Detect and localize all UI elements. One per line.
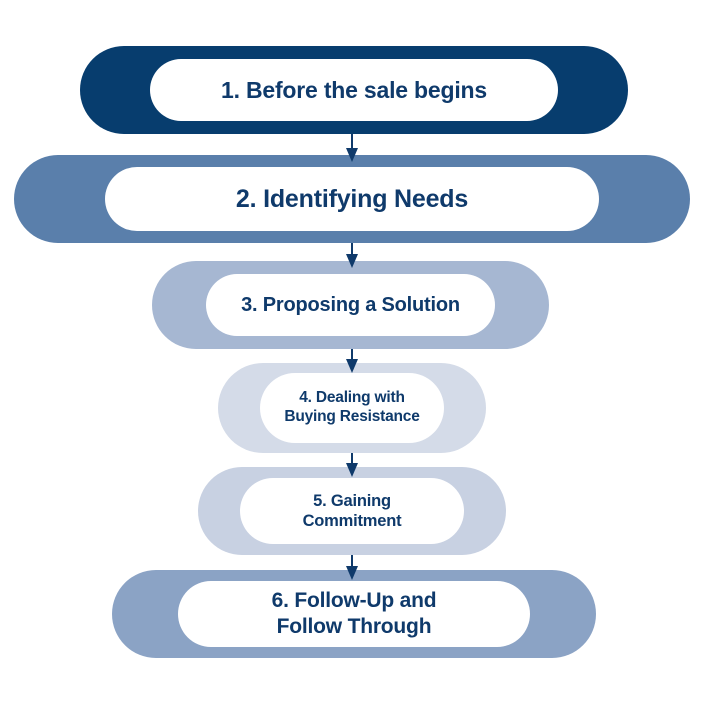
- step-3-pill: 3. Proposing a Solution: [152, 261, 549, 349]
- step-6-line-2: Follow Through: [276, 615, 432, 638]
- step-1-label: 1. Before the sale begins: [221, 76, 487, 104]
- step-4-pill: 4. Dealing with Buying Resistance: [218, 363, 486, 453]
- step-1-line-1: 1. Before the sale begins: [221, 76, 487, 103]
- step-4-line-2: Buying Resistance: [284, 408, 420, 425]
- step-6-line-1: 6. Follow-Up and: [271, 589, 437, 613]
- step-3-box: 3. Proposing a Solution: [206, 274, 495, 336]
- step-1-box: 1. Before the sale begins: [150, 59, 558, 121]
- step-4-box: 4. Dealing with Buying Resistance: [260, 373, 444, 443]
- step-2-line-1: 2. Identifying Needs: [235, 184, 469, 213]
- step-3-label: 3. Proposing a Solution: [241, 293, 460, 317]
- step-5-pill: 5. Gaining Commitment: [198, 467, 506, 555]
- step-2-label: 2. Identifying Needs: [236, 184, 468, 215]
- step-2-box: 2. Identifying Needs: [105, 167, 599, 231]
- step-2-pill: 2. Identifying Needs: [14, 155, 690, 243]
- step-5-line-2: Commitment: [302, 512, 402, 530]
- step-5-box: 5. Gaining Commitment: [240, 478, 464, 544]
- step-1-pill: 1. Before the sale begins: [80, 46, 628, 134]
- step-6-pill: 6. Follow-Up and Follow Through: [112, 570, 596, 658]
- step-6-label: 6. Follow-Up and Follow Through: [272, 588, 437, 639]
- step-4-label: 4. Dealing with Buying Resistance: [284, 389, 419, 427]
- step-3-line-1: 3. Proposing a Solution: [241, 293, 460, 316]
- step-5-label: 5. Gaining Commitment: [303, 491, 402, 531]
- step-6-box: 6. Follow-Up and Follow Through: [178, 581, 530, 647]
- step-5-line-1: 5. Gaining: [313, 491, 391, 510]
- step-4-line-1: 4. Dealing with: [299, 389, 405, 407]
